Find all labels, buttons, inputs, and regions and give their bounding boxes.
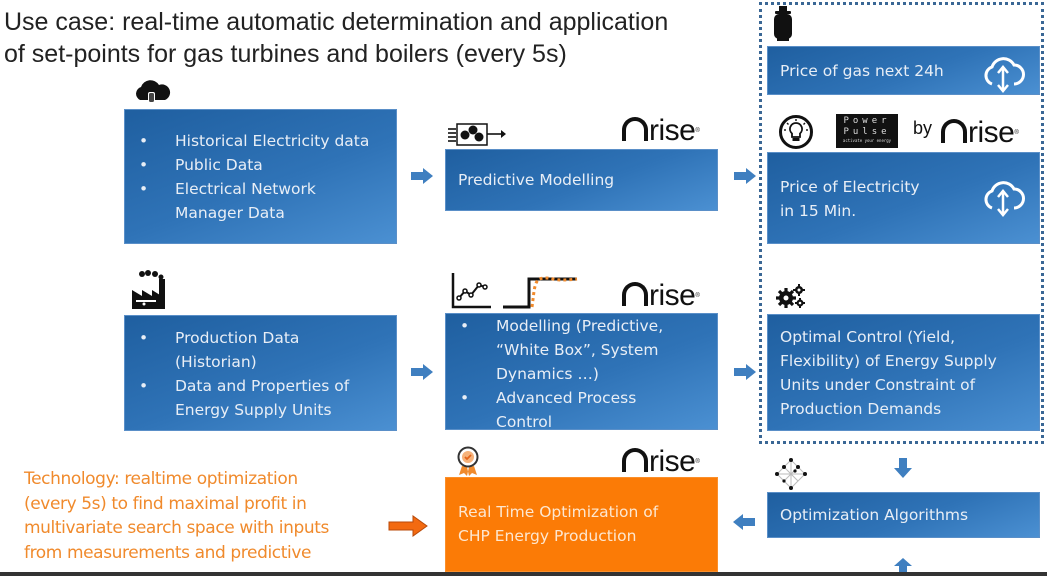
list-item: •Production Data	[125, 326, 396, 350]
by-label: by	[913, 118, 933, 138]
list-item: •Public Data	[125, 153, 396, 177]
bullet: •	[139, 180, 149, 198]
award-badge-icon	[457, 446, 479, 476]
orise-logo: rise®	[622, 281, 700, 311]
predictive-modelling-label: Predictive Modelling	[458, 171, 615, 189]
list-item: Manager Data	[175, 204, 285, 222]
powerpulse-logo: Power Pulse activate your energy	[836, 114, 898, 148]
electricity-price-line-1: Price of Electricity	[780, 178, 920, 196]
arrow-left-icon	[733, 514, 755, 530]
electricity-price-box: Price of Electricity in 15 Min.	[767, 152, 1040, 244]
bullet: •	[139, 156, 149, 174]
arrow-up-icon	[894, 558, 912, 574]
optimization-algorithms-label: Optimization Algorithms	[780, 506, 969, 524]
orise-logo: rise®	[941, 118, 1019, 148]
lightbulb-icon	[779, 115, 813, 149]
factory-icon	[132, 270, 165, 309]
arrow-right-icon	[411, 364, 433, 380]
historical-data-box: •Historical Electricity data •Public Dat…	[124, 109, 397, 244]
optimization-algorithms-box: Optimization Algorithms	[767, 492, 1040, 538]
list-item: Energy Supply Units	[175, 401, 332, 419]
orise-logo: rise®	[622, 447, 700, 477]
gas-price-box: Price of gas next 24h	[767, 46, 1040, 95]
modelling-box: •Modelling (Predictive, “White Box”, Sys…	[445, 313, 718, 430]
bullet: •	[139, 329, 149, 347]
bullet: •	[460, 389, 470, 407]
gas-cylinder-icon	[774, 6, 792, 41]
network-graph-icon	[775, 458, 807, 490]
page-title: Use case: real-time automatic determinat…	[4, 6, 668, 70]
list-item: “White Box”, System	[496, 341, 659, 359]
neural-network-icon	[448, 123, 506, 146]
predictive-modelling-box: Predictive Modelling	[445, 149, 718, 211]
step-response-icon	[503, 276, 578, 309]
list-item: •Modelling (Predictive,	[446, 314, 717, 338]
cloud-database-icon	[136, 80, 171, 103]
list-item: Dynamics …)	[496, 365, 599, 383]
line-chart-icon	[451, 273, 491, 309]
bottom-edge	[0, 572, 1047, 576]
arrow-right-icon	[388, 515, 428, 537]
orise-logo-arc	[622, 117, 648, 141]
arrow-down-icon	[894, 458, 912, 478]
list-item: •Electrical Network	[125, 177, 396, 201]
title-line-1: Use case: real-time automatic determinat…	[4, 8, 669, 36]
arrow-right-icon	[411, 168, 433, 184]
gears-icon	[776, 284, 805, 308]
bullet: •	[139, 377, 149, 395]
list-item: •Data and Properties of	[125, 374, 396, 398]
list-item: (Historian)	[175, 353, 257, 371]
technology-note: Technology: realtime optimization (every…	[24, 469, 329, 563]
arrow-right-icon	[734, 168, 756, 184]
orise-logo-arc	[622, 282, 648, 306]
gas-price-label: Price of gas next 24h	[780, 61, 944, 80]
production-data-box: •Production Data (Historian) •Data and P…	[124, 315, 397, 431]
title-line-2: of set-points for gas turbines and boile…	[4, 40, 567, 68]
electricity-price-line-2: in 15 Min.	[780, 202, 857, 220]
list-item: Control	[496, 413, 553, 430]
real-time-optimization-box: Real Time Optimization of CHP Energy Pro…	[445, 477, 718, 572]
forecast-group-border	[759, 2, 1044, 444]
orise-logo-arc	[622, 448, 648, 472]
list-item: •Advanced Process	[446, 386, 717, 410]
orise-logo-arc	[941, 119, 967, 143]
cloud-sync-icon	[984, 181, 1025, 217]
bullet: •	[139, 132, 149, 150]
arrow-right-icon	[734, 364, 756, 380]
cloud-sync-icon	[984, 57, 1025, 93]
orise-logo: rise®	[622, 116, 700, 146]
optimal-control-box: Optimal Control (Yield, Flexibility) of …	[767, 314, 1040, 431]
list-item: •Historical Electricity data	[125, 129, 396, 153]
bullet: •	[460, 317, 470, 335]
